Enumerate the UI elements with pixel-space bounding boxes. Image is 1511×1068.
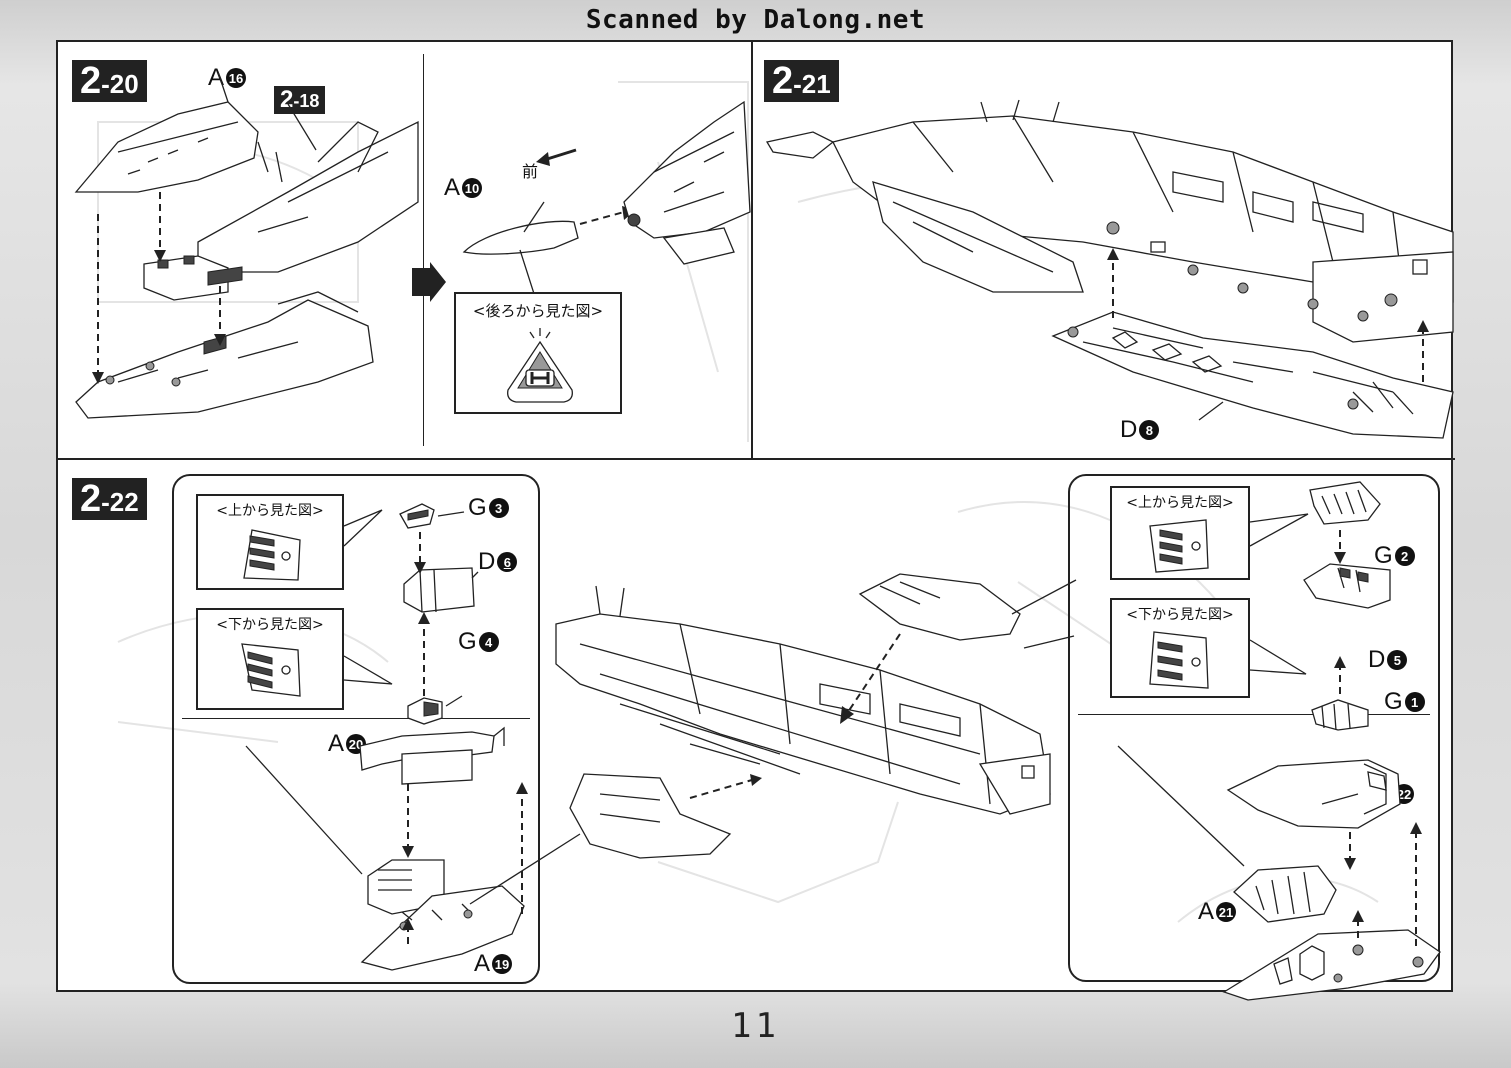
left-bottom-view-part-icon [241,643,301,697]
step-2-22-main-hull-drawing [469,573,1077,905]
step-2-20-assembly-drawing [74,71,419,419]
right-top-view-box: <上から見た図> [1110,486,1250,580]
left-bottom-view-title: <下から見た図> [216,617,324,633]
step-2-21-assembly-drawing [765,99,1454,439]
right-top-view-part-icon [1149,519,1209,573]
left-top-view-title: <上から見た図> [216,503,324,519]
right-bottom-view-part-icon [1149,631,1209,689]
scan-credit: Scanned by Dalong.net [585,5,926,35]
left-subassembly-frame [172,474,540,984]
page-number: 11 [731,1006,780,1046]
left-top-view-part-icon [243,529,301,581]
step-badge-2-20: 2-20 [72,60,147,102]
step-badge-2-22: 2-22 [72,478,147,520]
divider-2-20-inner [423,54,424,446]
left-top-view-box: <上から見た図> [196,494,344,590]
divider-2-20-2-21 [751,42,753,458]
front-direction-label: 前 [522,162,539,181]
rear-view-nosecone-icon [507,328,573,403]
step-2-20-nosecone-drawing [462,100,751,301]
right-bottom-view-title: <下から見た図> [1126,607,1234,623]
left-frame-divider [182,718,530,719]
flow-arrow-icon [412,262,446,302]
step-2-22-right-subassembly-drawing [1023,481,1441,1001]
ref-step-badge-2-18: 2-18 [274,86,326,114]
right-frame-divider [1078,714,1430,715]
step-badge-2-21: 2-21 [764,60,839,102]
scan-credit-bar: Scanned by Dalong.net [0,0,1511,40]
left-bottom-view-box: <下から見た図> [196,608,344,710]
right-bottom-view-box: <下から見た図> [1110,598,1250,698]
step-2-22-left-subassembly-drawing [245,503,528,971]
right-top-view-title: <上から見た図> [1126,495,1234,511]
rear-view-callout: <後ろから見た図> [454,292,622,414]
divider-top-bottom [58,458,1455,460]
rear-view-title: <後ろから見た図> [472,302,604,320]
